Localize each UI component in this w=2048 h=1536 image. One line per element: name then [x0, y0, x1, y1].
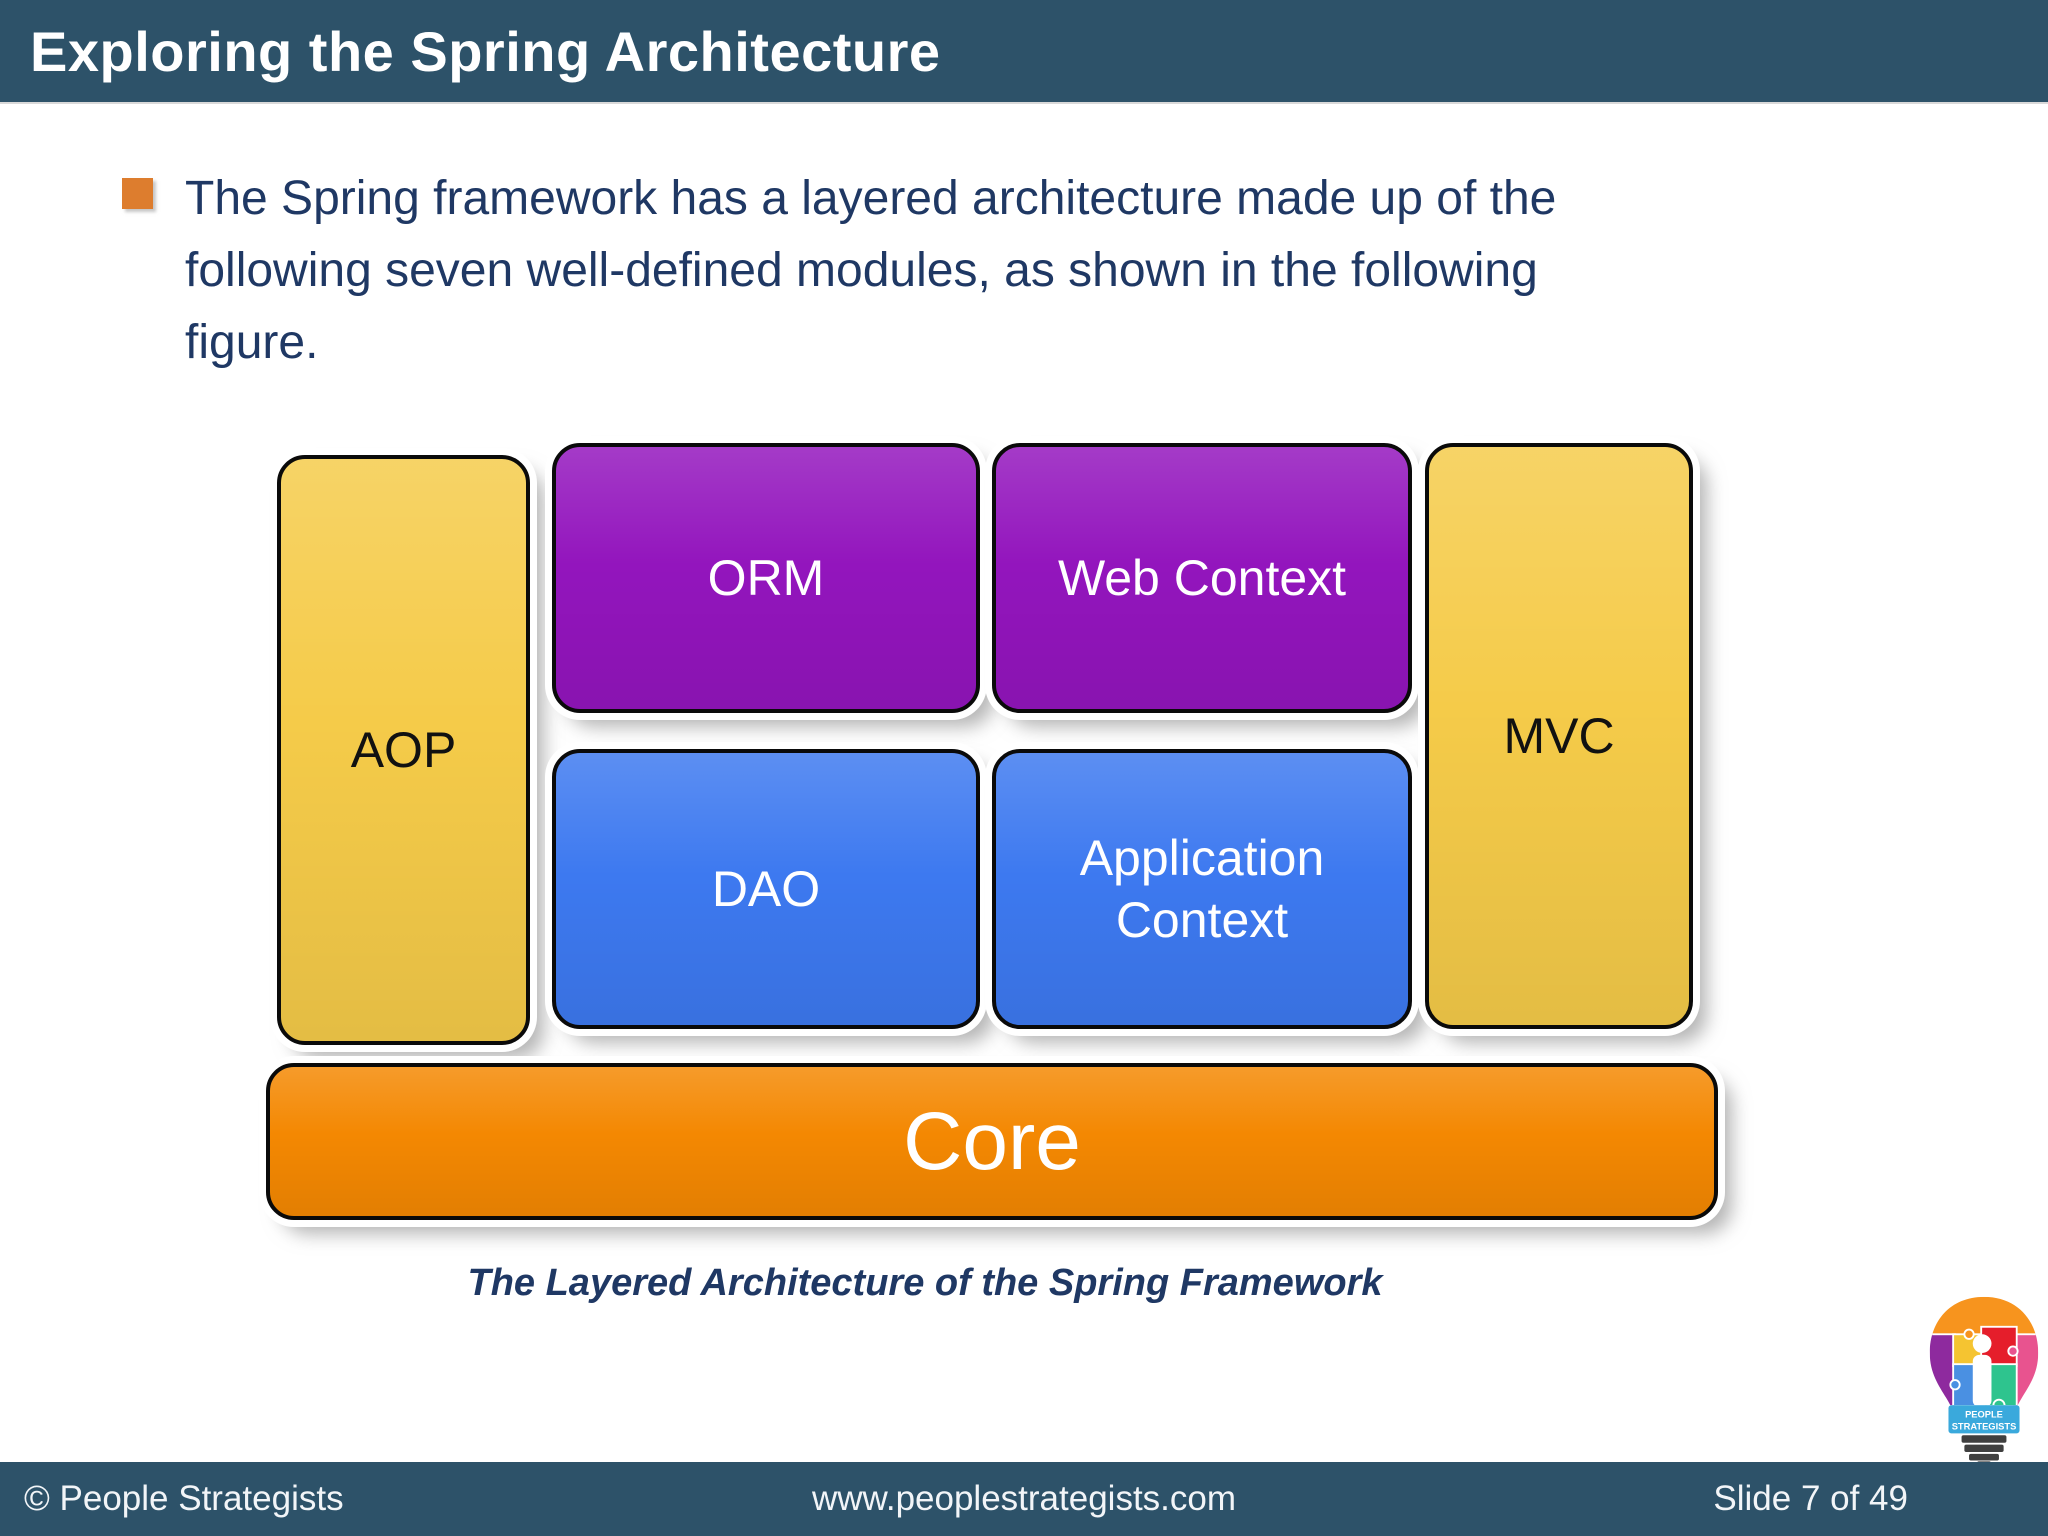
module-label-core: Core	[903, 1095, 1081, 1187]
title-bar: Exploring the Spring Architecture	[0, 0, 2048, 102]
module-label-web-context: Web Context	[1057, 550, 1347, 606]
footer-slide-number: Slide 7 of 49	[1713, 1479, 1908, 1518]
module-box-web-context: Web Context	[992, 443, 1412, 713]
module-label-aop: AOP	[350, 722, 457, 778]
module-box-dao: DAO	[552, 749, 980, 1029]
people-strategists-logo: PEOPLE STRATEGISTS	[1924, 1295, 2044, 1467]
module-label-application-context: Application Context	[1079, 829, 1325, 949]
module-label-dao: DAO	[711, 861, 821, 917]
lightbulb-puzzle-icon: PEOPLE STRATEGISTS	[1929, 1296, 2039, 1467]
bullet-line-2: following seven well-defined modules, as…	[185, 244, 1538, 297]
page-title: Exploring the Spring Architecture	[30, 19, 941, 83]
logo-text-line2: STRATEGISTS	[1952, 1422, 2017, 1432]
footer-copyright: © People Strategists	[24, 1479, 344, 1518]
footer-bar: © People Strategists www.peoplestrategis…	[0, 1462, 2048, 1536]
bullet-marker-icon	[122, 178, 153, 209]
module-label-mvc: MVC	[1503, 708, 1615, 764]
module-box-application-context: Application Context	[992, 749, 1412, 1029]
figure-caption: The Layered Architecture of the Spring F…	[467, 1262, 1383, 1304]
module-box-core: Core	[266, 1063, 1718, 1220]
bullet-line-3: figure.	[185, 316, 319, 369]
logo-text-line1: PEOPLE	[1965, 1409, 2003, 1419]
footer-website: www.peoplestrategists.com	[811, 1479, 1237, 1518]
bullet-paragraph: The Spring framework has a layered archi…	[185, 163, 1745, 379]
module-box-aop: AOP	[277, 455, 530, 1045]
module-label-orm: ORM	[707, 550, 825, 606]
module-box-orm: ORM	[552, 443, 980, 713]
bullet-line-1: The Spring framework has a layered archi…	[185, 172, 1557, 225]
module-box-mvc: MVC	[1425, 443, 1693, 1029]
